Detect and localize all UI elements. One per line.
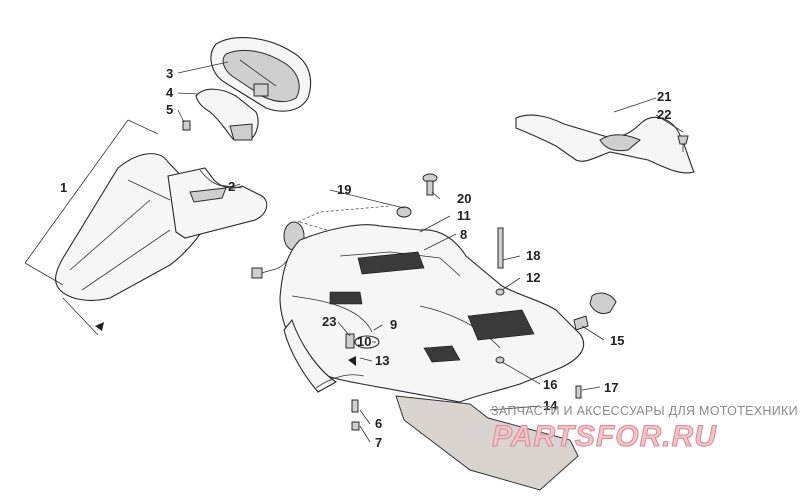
callout-9: 9 bbox=[390, 317, 397, 332]
arrow-icon bbox=[348, 356, 356, 366]
callout-16: 16 bbox=[543, 377, 557, 392]
callout-10: 10 bbox=[357, 334, 371, 349]
callout-14: 14 bbox=[543, 398, 558, 413]
callout-leaders bbox=[177, 61, 684, 443]
callout-4: 4 bbox=[166, 85, 174, 100]
callout-15: 15 bbox=[610, 333, 624, 348]
callout-numbers: 1 2 3 4 5 6 7 8 9 10 11 12 13 14 15 16 1… bbox=[60, 66, 671, 450]
callout-12: 12 bbox=[526, 270, 540, 285]
vent-grilles bbox=[329, 251, 535, 363]
speedometer-gauge bbox=[210, 37, 312, 112]
fastener-20 bbox=[396, 173, 438, 218]
callout-5: 5 bbox=[166, 102, 173, 117]
watermark: ЗАПЧАСТИ И АКСЕССУАРЫ ДЛЯ МОТОТЕХНИКИ PA… bbox=[491, 404, 798, 454]
callout-17: 17 bbox=[604, 380, 618, 395]
callout-23: 23 bbox=[322, 314, 336, 329]
callout-7: 7 bbox=[375, 435, 382, 450]
callout-21: 21 bbox=[657, 89, 671, 104]
callout-1: 1 bbox=[60, 180, 67, 195]
rear-cover bbox=[515, 114, 695, 174]
knee-pad bbox=[395, 395, 579, 491]
fastener-15 bbox=[573, 292, 617, 331]
callout-8: 8 bbox=[460, 227, 467, 242]
arrow-icon bbox=[95, 322, 104, 331]
callout-19: 19 bbox=[337, 182, 351, 197]
callout-13: 13 bbox=[375, 353, 389, 368]
callout-6: 6 bbox=[375, 416, 382, 431]
screw-22 bbox=[677, 135, 689, 152]
headlight-bracket bbox=[167, 167, 268, 239]
callout-2: 2 bbox=[228, 179, 235, 194]
callout-18: 18 bbox=[526, 248, 540, 263]
watermark-logo: PARTSFOR.RU bbox=[492, 420, 717, 453]
small-hardware bbox=[345, 227, 582, 431]
gauge-bezel bbox=[195, 88, 259, 141]
watermark-caption: ЗАПЧАСТИ И АКСЕССУАРЫ ДЛЯ МОТОТЕХНИКИ bbox=[491, 404, 798, 418]
callout-3: 3 bbox=[166, 66, 173, 81]
screw-5 bbox=[182, 120, 191, 131]
callout-11: 11 bbox=[457, 208, 471, 223]
callout-22: 22 bbox=[657, 107, 671, 122]
callout-20: 20 bbox=[457, 191, 471, 206]
